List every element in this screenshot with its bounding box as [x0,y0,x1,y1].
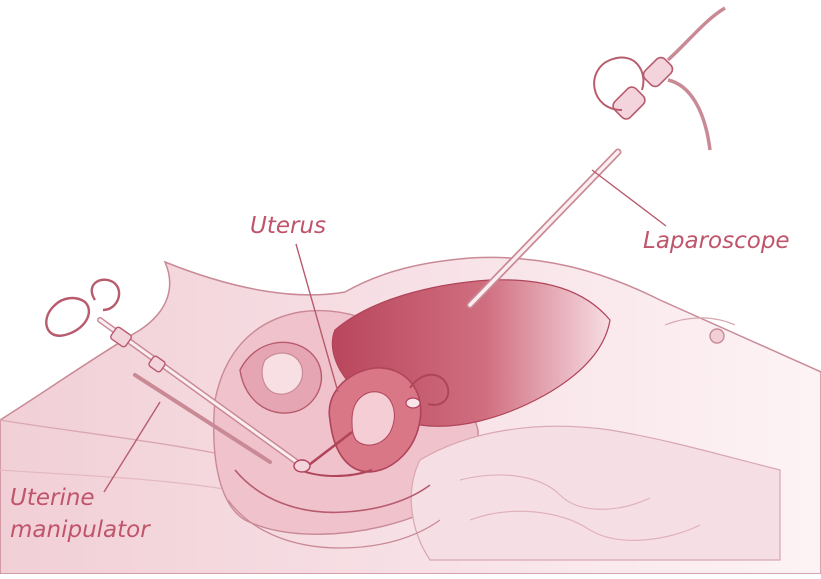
uterine-manipulator-label-line1: Uterine [10,482,150,514]
ovary [406,398,420,408]
uterine-manipulator-label: Uterine manipulator [10,482,150,546]
uterus-label: Uterus [250,213,326,239]
laparoscope-label: Laparoscope [643,228,790,254]
pelvic-section-2 [262,353,302,394]
laparoscope-instrument [470,8,725,305]
uterine-manipulator-label-line2: manipulator [10,514,150,546]
navel [710,329,724,343]
laparoscope-leader-line [592,170,666,226]
